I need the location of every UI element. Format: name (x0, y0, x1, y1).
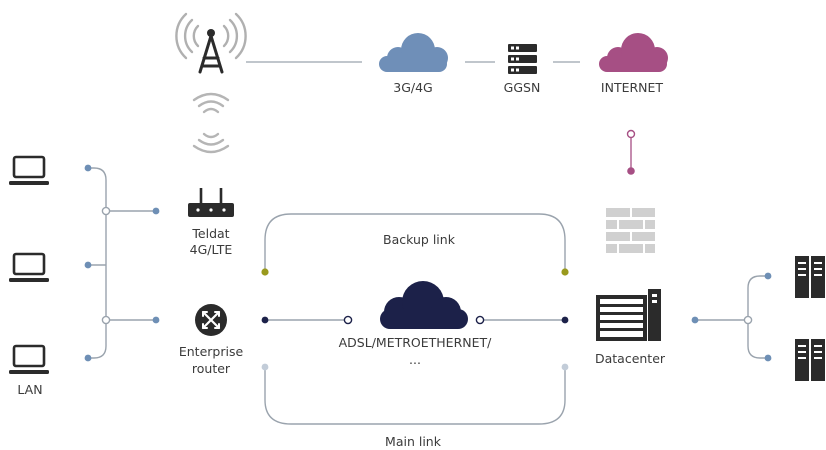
internet-label: INTERNET (601, 80, 664, 95)
wireless-signal-icon (192, 92, 230, 114)
adsl-cloud-icon (380, 281, 468, 329)
wireless-signal-icon (192, 132, 230, 154)
main-link-label: Main link (385, 434, 442, 449)
backup-link-label: Backup link (383, 232, 456, 247)
mobile-label: 3G/4G (393, 80, 433, 95)
teldat-label-line1: Teldat (191, 226, 229, 241)
mobile-cloud-icon (379, 33, 448, 72)
main-link-path (261, 363, 569, 425)
rack-server-icon (795, 256, 825, 298)
adsl-link-path (261, 315, 569, 325)
datacenter-tree (691, 272, 772, 362)
adsl-more-label: ... (409, 352, 421, 367)
internet-firewall-connector (626, 129, 636, 175)
teldat-label-line2: 4G/LTE (190, 242, 233, 257)
laptop-icon (9, 155, 49, 185)
lan-label: LAN (17, 382, 42, 397)
laptop-icon (9, 252, 49, 282)
enterprise-label-line2: router (192, 361, 231, 376)
enterprise-router-icon (195, 304, 227, 336)
enterprise-label-line1: Enterprise (179, 344, 244, 359)
datacenter-icon (596, 289, 661, 341)
laptop-icon (9, 344, 49, 374)
lan-tree (84, 164, 160, 362)
server-icon (508, 44, 537, 74)
ggsn-label: GGSN (504, 80, 541, 95)
internet-cloud-icon (599, 33, 668, 72)
datacenter-label: Datacenter (595, 351, 666, 366)
adsl-label: ADSL/METROETHERNET/ (339, 335, 493, 350)
firewall-icon (606, 208, 655, 253)
router-icon (188, 188, 234, 217)
rack-server-icon (795, 339, 825, 381)
antenna-tower-icon (175, 12, 247, 74)
backup-link-path (261, 213, 569, 276)
